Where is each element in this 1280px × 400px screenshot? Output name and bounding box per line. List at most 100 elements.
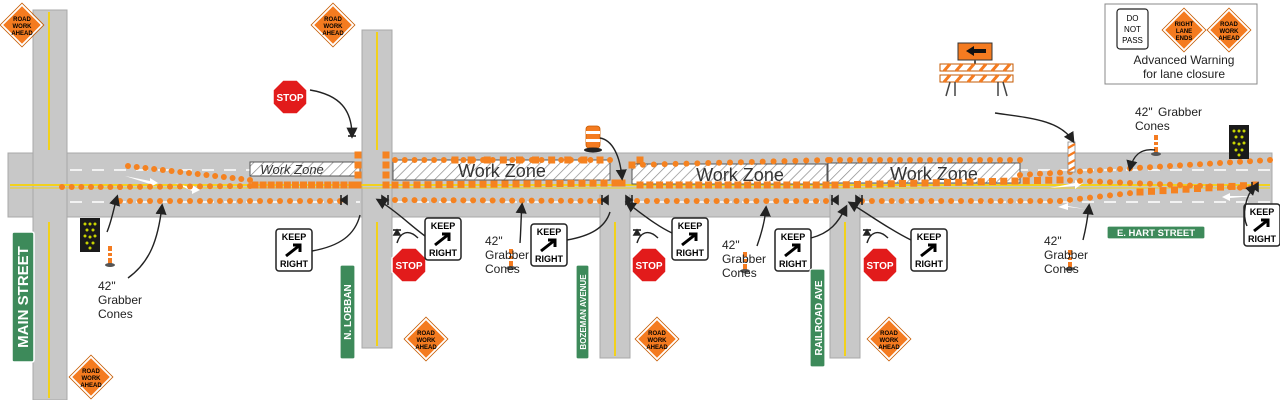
sign-text: AHEAD: [415, 345, 437, 351]
cone: [489, 197, 496, 204]
cone: [770, 158, 777, 165]
sign-text: ROAD: [880, 331, 898, 337]
drum-marker: [523, 180, 531, 188]
cone: [958, 198, 964, 204]
street-name: E. HART STREET: [1117, 228, 1195, 239]
cone: [977, 157, 983, 163]
cone: [267, 198, 273, 204]
sign-mount-markers: [339, 130, 1259, 236]
cone: [440, 157, 447, 163]
cone: [187, 183, 193, 190]
cone: [1077, 177, 1083, 184]
legend-title-line1: Advanced Warning: [1134, 53, 1235, 67]
stop-text: STOP: [866, 261, 893, 272]
cone: [548, 197, 555, 204]
cone: [107, 184, 114, 190]
cone: [1037, 198, 1044, 204]
sign-text: WORK: [324, 24, 344, 30]
cone: [672, 160, 679, 167]
drum-marker: [435, 181, 443, 189]
cone: [948, 198, 955, 204]
cone-label-line: Grabber: [1044, 248, 1088, 262]
cone-label-line: Cones: [1044, 262, 1079, 276]
drum-marker: [1000, 177, 1008, 185]
cone-label-line: Cones: [98, 307, 133, 321]
drum-marker: [1228, 182, 1236, 190]
cone-label-line: 42": [1044, 234, 1062, 248]
cone: [792, 157, 799, 164]
road-work-ahead-sign-3: ROAD WORK AHEAD: [403, 316, 449, 362]
cone: [693, 198, 700, 204]
keep-text: KEEP: [678, 221, 703, 231]
cone: [997, 157, 1003, 163]
drum-marker: [354, 181, 362, 189]
cone: [1017, 198, 1024, 204]
cone: [177, 169, 184, 175]
cone: [793, 198, 800, 204]
cone: [763, 198, 770, 204]
drum-marker: [1022, 177, 1030, 185]
drum-marker: [921, 179, 929, 187]
drum-marker: [910, 179, 918, 187]
cone: [78, 184, 85, 190]
cone: [392, 197, 398, 203]
cone: [587, 197, 594, 204]
cone: [489, 157, 496, 163]
legend-title-line2: for lane closure: [1143, 67, 1225, 81]
road-work-ahead-sign-1: ROAD WORK AHEAD: [0, 2, 45, 48]
cone: [661, 161, 668, 168]
cone: [1017, 172, 1023, 178]
drum-marker: [468, 180, 476, 188]
cone: [733, 198, 740, 204]
drum-marker: [802, 181, 810, 189]
stop-text: STOP: [395, 261, 422, 272]
drum-marker: [899, 180, 906, 187]
drum-marker: [763, 181, 771, 189]
drum-marker: [596, 156, 604, 164]
cone: [653, 198, 660, 204]
cone: [837, 157, 843, 163]
drum-marker: [724, 181, 732, 189]
drum-marker: [515, 156, 523, 164]
work-zones: Work Zone Work Zone Work Zone Work Zone: [249, 159, 1021, 185]
cone: [1167, 163, 1173, 169]
cone: [421, 197, 428, 204]
cone: [1077, 195, 1083, 202]
cone: [217, 198, 223, 204]
cone: [927, 157, 933, 163]
cone: [247, 198, 253, 204]
cone: [1257, 157, 1263, 164]
keep-text: KEEP: [431, 221, 456, 231]
keep-right-signs: KEEP RIGHT KEEP RIGHT KEEP RIGHT KEEP RI…: [275, 203, 1280, 272]
drum-marker: [1205, 184, 1213, 192]
grabber-cone-icon: [1065, 250, 1075, 271]
work-zone-label-2: Work Zone: [458, 161, 546, 181]
channelizer-post: [1067, 141, 1076, 173]
cone: [898, 198, 905, 204]
drum-marker: [382, 181, 390, 189]
cone: [967, 198, 974, 204]
drum-marker: [467, 156, 475, 164]
cone-label-line: 42": [722, 238, 740, 252]
road-work-ahead-sign-6: ROAD WORK AHEAD: [68, 354, 114, 400]
cone: [460, 197, 467, 204]
drum-marker: [1011, 177, 1019, 185]
sign-text: ROAD: [13, 17, 31, 23]
drum-marker: [332, 181, 340, 189]
cone: [1047, 170, 1053, 177]
drum-marker: [773, 181, 781, 189]
cone: [803, 157, 810, 164]
road-work-signs: ROAD WORK AHEAD ROAD WORK AHEAD ROAD WOR…: [0, 2, 912, 400]
cone: [1117, 191, 1123, 198]
cone: [607, 157, 613, 163]
cone: [557, 197, 564, 204]
cone: [803, 198, 810, 204]
drum-marker: [545, 180, 553, 188]
cone: [538, 197, 545, 204]
cone: [1097, 167, 1103, 174]
drum-marker: [783, 181, 791, 189]
cone: [431, 197, 438, 204]
cone: [877, 157, 883, 163]
cone: [142, 165, 149, 171]
cone: [643, 198, 650, 204]
